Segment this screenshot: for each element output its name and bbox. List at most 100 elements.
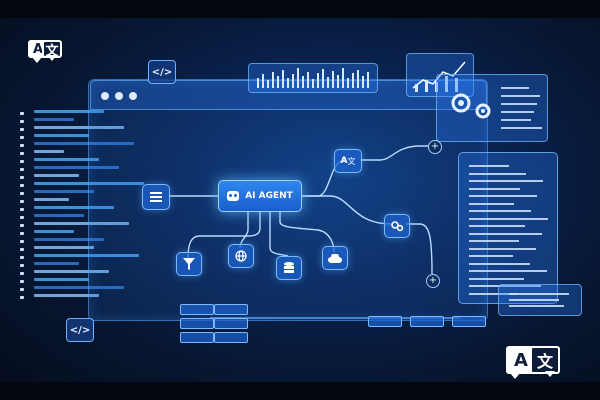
code-gutter-line — [20, 288, 24, 291]
code-gutter-line — [20, 176, 24, 179]
code-gutter-line — [20, 112, 24, 115]
document-text-row — [469, 277, 524, 280]
code-gutter-line — [20, 184, 24, 187]
ai-agent-label: AI AGENT — [245, 191, 293, 201]
robot-icon — [227, 191, 240, 201]
bottom-band — [0, 382, 600, 400]
code-line — [34, 134, 89, 137]
list-node[interactable] — [142, 184, 170, 210]
settings-text-card — [436, 74, 548, 142]
code-line — [34, 174, 79, 177]
document-text-row — [469, 292, 518, 295]
code-gutter-line — [20, 208, 24, 211]
code-gutter-line — [20, 136, 24, 139]
list-icon — [150, 192, 162, 202]
code-line — [34, 150, 64, 153]
code-line — [34, 166, 119, 169]
data-chip — [180, 318, 214, 329]
code-line — [34, 238, 104, 241]
code-gutter-line — [20, 144, 24, 147]
settings-text-row — [501, 87, 529, 89]
data-chip — [452, 316, 486, 327]
document-card — [458, 152, 558, 304]
document-text-row — [469, 202, 514, 205]
data-chip — [410, 316, 444, 327]
document-text-row — [469, 270, 547, 272]
code-gutter-line — [20, 200, 24, 203]
ai-agent-node[interactable]: AI AGENT — [218, 180, 302, 212]
settings-text-row — [501, 111, 534, 113]
data-chip — [214, 318, 248, 329]
top-band — [0, 0, 600, 18]
code-line — [34, 214, 84, 217]
code-line — [34, 198, 69, 201]
code-gutter-line — [20, 296, 24, 299]
settings-node[interactable] — [384, 214, 410, 238]
document-text-row — [469, 232, 542, 235]
code-line — [34, 294, 99, 297]
code-gutter-line — [20, 280, 24, 283]
code-gutter-line — [20, 256, 24, 259]
code-gutter-line — [20, 120, 24, 123]
code-line — [34, 206, 114, 209]
cloud-node[interactable] — [322, 246, 348, 270]
translate-node-icon: A — [340, 156, 348, 166]
document-text-row — [469, 285, 541, 287]
code-line — [34, 246, 94, 249]
settings-text-row — [501, 95, 540, 97]
document-text-row — [469, 180, 543, 182]
globe-icon — [235, 250, 247, 262]
code-gutter-line — [20, 168, 24, 171]
document-text-row — [469, 217, 548, 220]
data-chip — [214, 332, 248, 343]
globe-node[interactable] — [228, 244, 254, 268]
gears-icon — [391, 221, 404, 232]
left-code-gutter — [20, 112, 28, 304]
document-text-row — [469, 172, 526, 175]
code-gutter-line — [20, 248, 24, 251]
settings-text-row — [501, 119, 531, 121]
bar-chart-card — [248, 63, 378, 93]
add-node-button[interactable]: + — [428, 140, 442, 154]
code-gutter-line — [20, 192, 24, 195]
code-line — [34, 230, 74, 233]
code-line — [34, 110, 104, 113]
code-line — [34, 278, 89, 281]
add-node-button[interactable]: + — [426, 274, 440, 288]
line-chart-card — [406, 53, 474, 97]
code-gutter-line — [20, 272, 24, 275]
document-text-row — [469, 255, 513, 257]
code-line — [34, 190, 94, 193]
settings-text-row — [501, 127, 542, 129]
code-gutter-line — [20, 160, 24, 163]
bar-chart-graphic — [257, 68, 369, 88]
database-node[interactable] — [276, 256, 302, 280]
window-dot — [115, 92, 123, 100]
settings-text-row — [501, 103, 537, 105]
code-line — [34, 254, 139, 257]
database-icon — [284, 262, 294, 273]
code-line — [34, 270, 109, 273]
code-gutter-line — [20, 264, 24, 267]
translate-icon: A 文 — [506, 338, 560, 379]
filter-icon — [183, 258, 195, 270]
left-code-block — [34, 110, 154, 302]
code-line — [34, 222, 129, 225]
cloud-icon — [328, 253, 342, 263]
data-chip — [180, 304, 214, 315]
window-dot — [101, 92, 109, 100]
code-gutter-line — [20, 152, 24, 155]
gears-icon — [451, 93, 491, 119]
code-gutter-line — [20, 240, 24, 243]
document-text-row — [469, 210, 531, 212]
translate-node-icon-cjk: 文 — [347, 156, 356, 166]
document-text-row — [469, 247, 536, 250]
code-line — [34, 158, 99, 161]
code-gutter-line — [20, 224, 24, 227]
data-chip — [214, 304, 248, 315]
filter-node[interactable] — [176, 252, 202, 276]
translate-icon: A 文 — [28, 32, 62, 63]
document-text-row — [469, 195, 537, 197]
